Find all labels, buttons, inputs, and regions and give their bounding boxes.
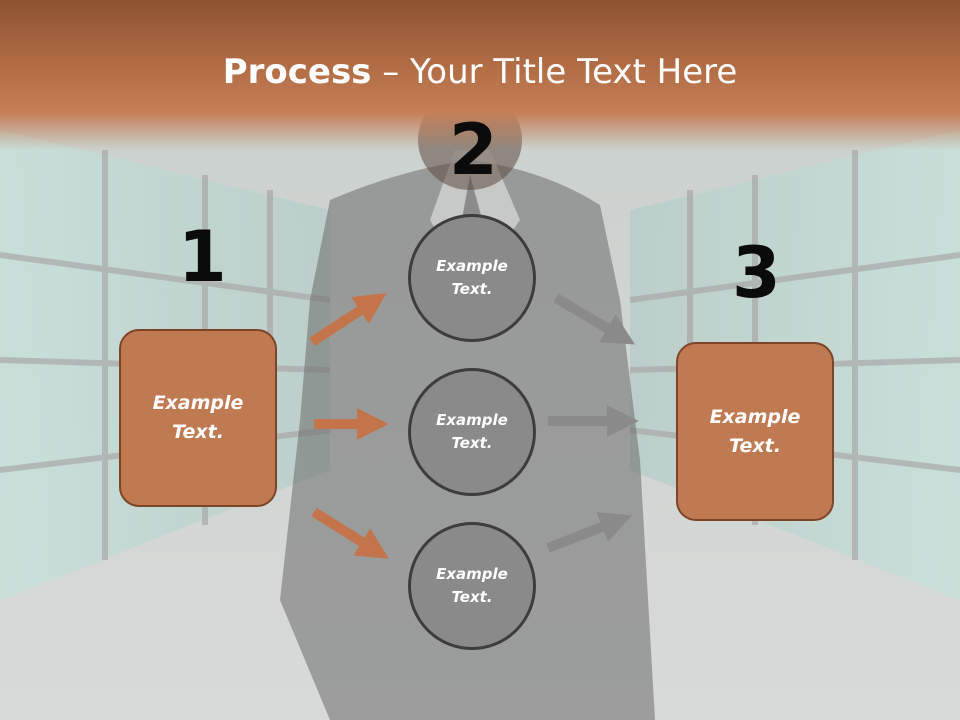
step-1-label-line2: Text. bbox=[172, 421, 224, 443]
circle-top-label-line2: Text. bbox=[451, 280, 493, 298]
circle-middle-label-line1: Example bbox=[436, 411, 508, 429]
step-number-3: 3 bbox=[732, 232, 781, 314]
arrow-1-to-circle-top bbox=[309, 292, 387, 347]
step-3-label-line2: Text. bbox=[729, 434, 781, 457]
step-2-circle-top: Example Text. bbox=[408, 214, 536, 342]
arrow-circle-bottom-to-3 bbox=[546, 512, 632, 553]
step-1-box: Example Text. bbox=[119, 329, 277, 507]
circle-bottom-label-line2: Text. bbox=[451, 588, 493, 606]
circle-bottom-label-line1: Example bbox=[436, 565, 508, 583]
step-1-label-line1: Example bbox=[152, 392, 244, 414]
arrow-circle-top-to-3 bbox=[553, 293, 636, 345]
arrow-1-to-circle-bottom bbox=[311, 507, 389, 559]
step-3-box: Example Text. bbox=[676, 342, 834, 521]
circle-middle-label-line2: Text. bbox=[451, 434, 493, 452]
slide-title: Process – Your Title Text Here bbox=[0, 52, 960, 92]
step-number-2: 2 bbox=[449, 109, 498, 191]
header-band bbox=[0, 0, 960, 150]
step-3-label-line1: Example bbox=[709, 405, 801, 428]
slide-title-bold: Process bbox=[222, 52, 372, 92]
slide-title-rest: – Your Title Text Here bbox=[371, 52, 738, 92]
step-number-1: 1 bbox=[178, 216, 227, 298]
step-2-circle-bottom: Example Text. bbox=[408, 522, 536, 650]
circle-top-label-line1: Example bbox=[436, 257, 508, 275]
step-2-circle-middle: Example Text. bbox=[408, 368, 536, 496]
